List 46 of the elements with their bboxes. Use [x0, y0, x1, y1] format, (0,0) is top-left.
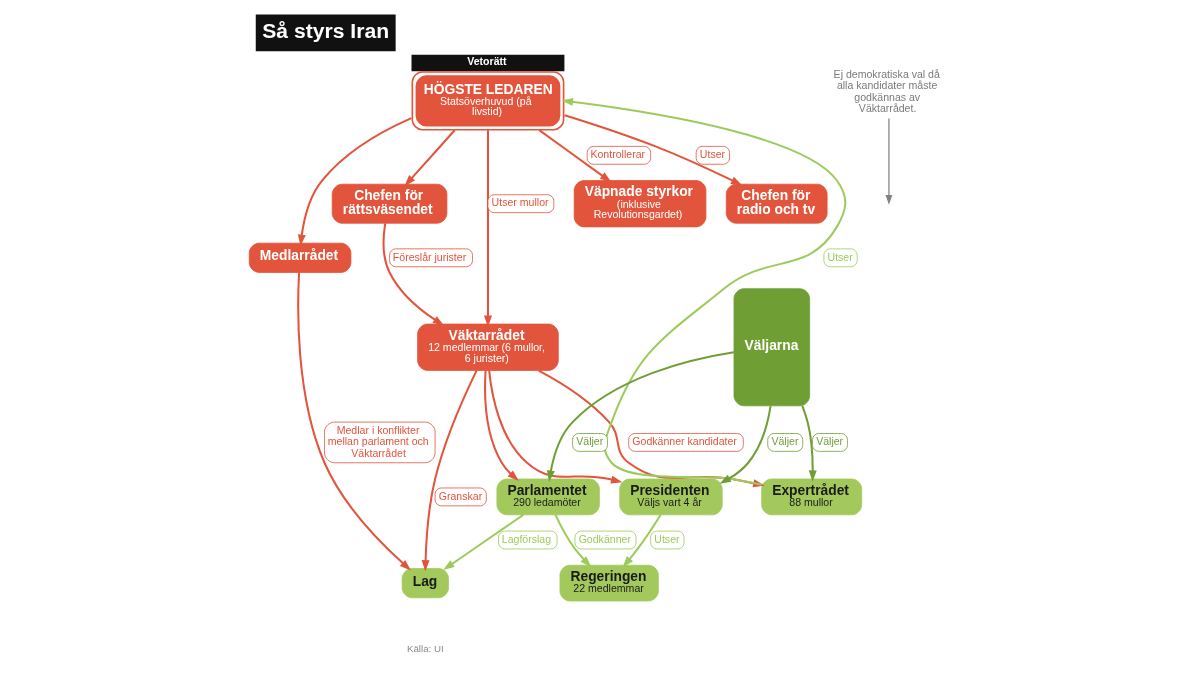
arrow — [564, 114, 743, 186]
edge-label: Utser — [827, 250, 853, 263]
arrow — [801, 405, 817, 482]
node-box: Presidenten Väljs vart 4 år — [619, 478, 723, 516]
node-box: Expertrådet 88 mullor — [761, 478, 863, 516]
arrow — [484, 370, 519, 481]
arrow — [404, 129, 456, 187]
arrow — [885, 117, 893, 205]
edge-label: Väljer — [816, 435, 844, 448]
node-box: Chefen för radio och tv — [725, 183, 828, 224]
edge-label: Godkänner kandidater — [632, 435, 737, 448]
edge-label: Godkänner — [578, 532, 631, 545]
arrow — [443, 514, 524, 571]
node-box: Lag — [401, 568, 449, 599]
diagram-title: Så styrs Iran — [262, 18, 390, 42]
node-label: Vetorätt — [467, 54, 507, 67]
arrow — [421, 370, 478, 572]
arrow — [488, 370, 623, 484]
edge-label: Medlar i konflikter mellan parlament och Väktarrådet — [327, 423, 429, 459]
arrow — [554, 514, 592, 568]
edge-label: Utser — [654, 532, 680, 545]
edge-label: Utser mullor — [491, 196, 549, 209]
node-box: Regeringen 22 medlemmar — [559, 564, 659, 602]
edge-label: Föreslår jurister — [392, 250, 467, 263]
edge-label: Kontrollerar — [590, 148, 646, 161]
node-box: Parlamentet 290 ledamöter — [496, 478, 600, 516]
node-box: Väpnade styrkor (inklusive Revolutionsgardet) — [573, 180, 707, 228]
edge-label: Granskar — [438, 489, 483, 502]
arrow — [546, 351, 734, 482]
edge-label: Utser — [699, 148, 726, 161]
arrow — [622, 514, 662, 568]
node-box: Medlarrådet — [248, 242, 352, 273]
edge-label: Väljer — [771, 435, 799, 448]
arrow — [538, 129, 612, 183]
edge-label: Lagförslag — [501, 532, 552, 545]
node-text: Ej demokratiska val då alla kandidater måste godkännas av Väktarrådet. — [833, 67, 940, 115]
arrow — [297, 117, 412, 247]
edge-label: Väljer — [576, 435, 604, 448]
node-box: Väktarrådet 12 medlemmar (6 mullor, 6 jurister) — [417, 323, 559, 371]
arrow — [719, 405, 772, 484]
node-box: Väljarna — [733, 288, 811, 407]
node-box: Chefen för rättsväsendet — [331, 183, 448, 224]
arrow — [483, 130, 492, 327]
arrow — [297, 272, 411, 571]
arrow — [382, 223, 445, 326]
label: Källa: UI — [406, 642, 444, 654]
